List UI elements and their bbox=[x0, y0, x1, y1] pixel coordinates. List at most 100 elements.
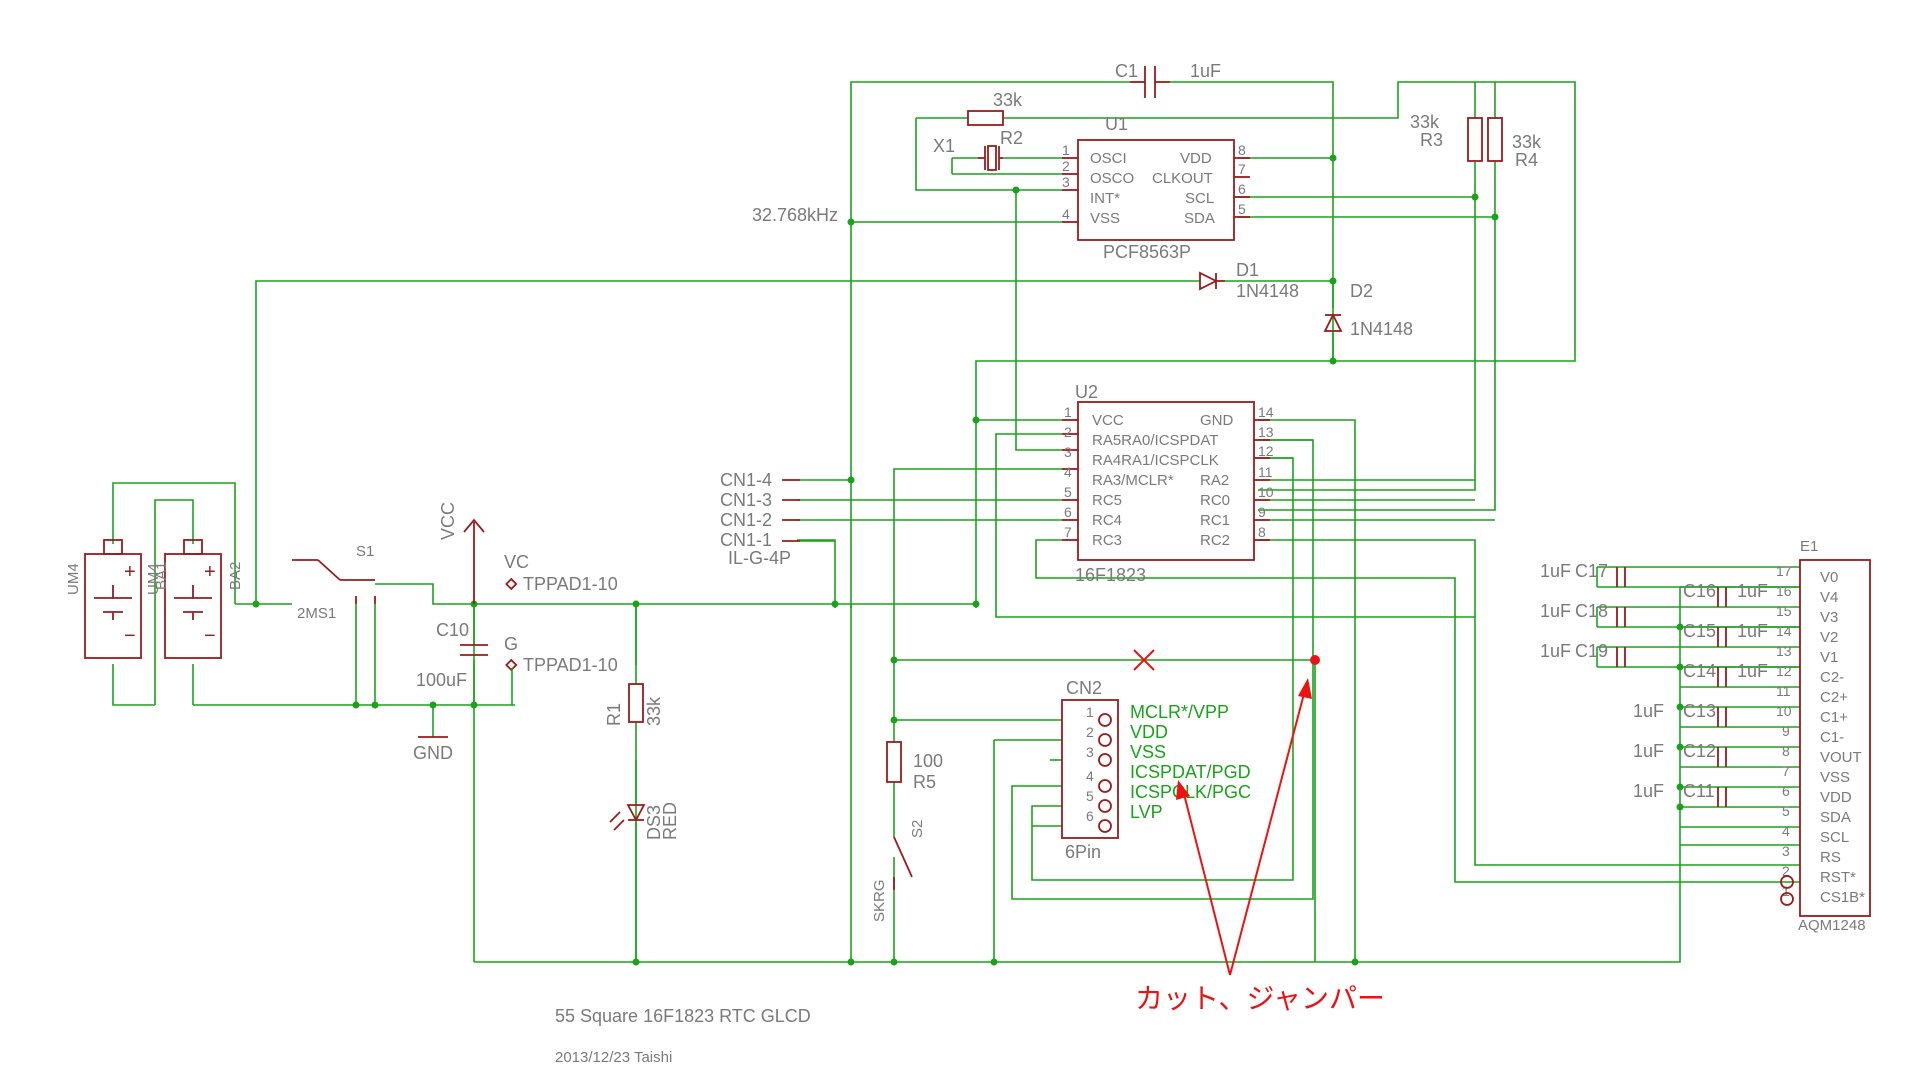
svg-text:6: 6 bbox=[1782, 783, 1790, 799]
capacitor-c16: C16 1uF bbox=[1683, 581, 1768, 607]
connector-cn1: CN1-4 CN1-3 CN1-2 CN1-1 IL-G-4P bbox=[720, 470, 800, 568]
svg-text:AQM1248: AQM1248 bbox=[1798, 917, 1866, 934]
svg-text:RA2: RA2 bbox=[1200, 472, 1229, 489]
svg-text:VCC: VCC bbox=[1092, 412, 1124, 429]
svg-text:9: 9 bbox=[1258, 504, 1266, 520]
svg-text:RC2: RC2 bbox=[1200, 532, 1230, 549]
svg-text:C13: C13 bbox=[1683, 701, 1716, 721]
svg-text:3: 3 bbox=[1782, 843, 1790, 859]
svg-text:33k: 33k bbox=[644, 696, 664, 726]
svg-text:1uF: 1uF bbox=[1737, 581, 1768, 601]
svg-text:RS: RS bbox=[1820, 849, 1841, 866]
e1-pins: V0 V4 V3 V2 V1 C2- C2+ C1+ C1- VOUT VSS … bbox=[1776, 563, 1865, 906]
svg-text:7: 7 bbox=[1782, 763, 1790, 779]
lcd-e1-aqm1248: E1 AQM1248 V0 V4 V3 V2 V1 C2- C2+ C1+ C1… bbox=[1776, 538, 1871, 934]
svg-text:2: 2 bbox=[1062, 158, 1070, 174]
svg-text:RST*: RST* bbox=[1820, 869, 1856, 886]
svg-text:−: − bbox=[204, 625, 216, 647]
svg-text:RC1: RC1 bbox=[1200, 512, 1230, 529]
svg-text:8: 8 bbox=[1258, 524, 1266, 540]
svg-text:1uF: 1uF bbox=[1737, 621, 1768, 641]
svg-text:S2: S2 bbox=[909, 820, 926, 838]
svg-text:5: 5 bbox=[1238, 201, 1246, 217]
ic-u1-pcf8563: U1 1 2 3 4 8 7 6 5 OSCI OSCO INT* VSS VD… bbox=[1062, 114, 1250, 262]
svg-text:4: 4 bbox=[1062, 206, 1070, 222]
date-author: 2013/12/23 Taishi bbox=[555, 1049, 672, 1066]
svg-text:R1: R1 bbox=[604, 703, 624, 726]
svg-text:V3: V3 bbox=[1820, 609, 1838, 626]
svg-text:RC5: RC5 bbox=[1092, 492, 1122, 509]
svg-text:CN1-4: CN1-4 bbox=[720, 470, 772, 490]
svg-text:33k: 33k bbox=[1410, 112, 1440, 132]
svg-text:C17: C17 bbox=[1575, 561, 1608, 581]
svg-text:CS1B*: CS1B* bbox=[1820, 889, 1865, 906]
svg-text:ICSPDAT/PGD: ICSPDAT/PGD bbox=[1130, 762, 1251, 782]
switch-s2: S2 SKRG bbox=[871, 820, 926, 922]
svg-text:SDA: SDA bbox=[1184, 210, 1215, 227]
svg-text:U2: U2 bbox=[1075, 382, 1098, 402]
svg-text:5: 5 bbox=[1086, 788, 1094, 804]
svg-text:VDD: VDD bbox=[1130, 722, 1168, 742]
svg-text:V4: V4 bbox=[1820, 589, 1838, 606]
svg-text:C19: C19 bbox=[1575, 641, 1608, 661]
svg-text:SKRG: SKRG bbox=[871, 879, 888, 922]
svg-text:1N4148: 1N4148 bbox=[1236, 281, 1299, 301]
svg-text:2: 2 bbox=[1064, 424, 1072, 440]
svg-text:S1: S1 bbox=[356, 543, 374, 560]
resistor-r1: R1 33k bbox=[604, 683, 664, 726]
svg-text:VCC: VCC bbox=[438, 502, 458, 540]
svg-text:1uF: 1uF bbox=[1737, 661, 1768, 681]
capacitor-c13: 1uF C13 bbox=[1633, 701, 1727, 727]
svg-text:CN1-3: CN1-3 bbox=[720, 490, 772, 510]
diagram-title: 55 Square 16F1823 RTC GLCD bbox=[555, 1006, 811, 1026]
crystal-x1: X1 32.768kHz bbox=[752, 136, 1003, 225]
svg-text:TPPAD1-10: TPPAD1-10 bbox=[523, 574, 618, 594]
svg-text:E1: E1 bbox=[1800, 538, 1818, 555]
svg-text:3: 3 bbox=[1062, 174, 1070, 190]
svg-text:CN2: CN2 bbox=[1066, 678, 1102, 698]
svg-text:1uF: 1uF bbox=[1633, 701, 1664, 721]
svg-text:BA2: BA2 bbox=[227, 562, 244, 590]
resistor-r2: 33k R2 bbox=[967, 90, 1023, 148]
svg-text:1: 1 bbox=[1064, 404, 1072, 420]
svg-text:11: 11 bbox=[1258, 464, 1273, 480]
svg-text:2: 2 bbox=[1086, 724, 1094, 740]
svg-text:13: 13 bbox=[1258, 424, 1274, 440]
svg-text:CN1-2: CN1-2 bbox=[720, 510, 772, 530]
svg-text:14: 14 bbox=[1776, 623, 1792, 639]
svg-text:100uF: 100uF bbox=[416, 670, 467, 690]
svg-text:16F1823: 16F1823 bbox=[1075, 565, 1146, 585]
svg-text:R5: R5 bbox=[913, 772, 936, 792]
capacitor-c1: C1 1uF bbox=[1115, 61, 1221, 98]
u2-right-pins: 14 13 12 11 10 9 8 GND RA2 RC0 RC1 RC2 bbox=[1200, 404, 1274, 549]
capacitor-c19: 1uF C19 bbox=[1540, 641, 1626, 667]
svg-text:C2+: C2+ bbox=[1820, 689, 1848, 706]
capacitor-c18: 1uF C18 bbox=[1540, 601, 1626, 627]
svg-text:C15: C15 bbox=[1683, 621, 1716, 641]
svg-text:V0: V0 bbox=[1820, 569, 1838, 586]
svg-text:RA5RA0/ICSPDAT: RA5RA0/ICSPDAT bbox=[1092, 432, 1218, 449]
capacitor-c17: 1uF C17 bbox=[1540, 561, 1626, 587]
svg-text:1uF: 1uF bbox=[1633, 781, 1664, 801]
capacitor-c15: C15 1uF bbox=[1683, 621, 1768, 647]
svg-text:IL-G-4P: IL-G-4P bbox=[728, 548, 791, 568]
svg-text:14: 14 bbox=[1258, 404, 1274, 420]
svg-text:SCL: SCL bbox=[1820, 829, 1849, 846]
capacitor-c11: 1uF C11 bbox=[1633, 781, 1727, 807]
svg-text:TPPAD1-10: TPPAD1-10 bbox=[523, 655, 618, 675]
junction-dots bbox=[252, 154, 1684, 966]
svg-text:100: 100 bbox=[913, 751, 943, 771]
svg-text:4: 4 bbox=[1064, 464, 1072, 480]
c1-label: C1 bbox=[1115, 61, 1138, 81]
svg-text:ICSPCLK/PGC: ICSPCLK/PGC bbox=[1130, 782, 1251, 802]
svg-text:RC3: RC3 bbox=[1092, 532, 1122, 549]
svg-text:10: 10 bbox=[1258, 484, 1274, 500]
switch-s1: S1 2MS1 bbox=[292, 543, 376, 622]
svg-text:RA3/MCLR*: RA3/MCLR* bbox=[1092, 472, 1174, 489]
capacitor-c12: 1uF C12 bbox=[1633, 741, 1727, 767]
svg-text:2: 2 bbox=[1782, 863, 1790, 879]
wires bbox=[112, 81, 1800, 963]
svg-text:−: − bbox=[124, 625, 136, 647]
svg-text:VOUT: VOUT bbox=[1820, 749, 1862, 766]
